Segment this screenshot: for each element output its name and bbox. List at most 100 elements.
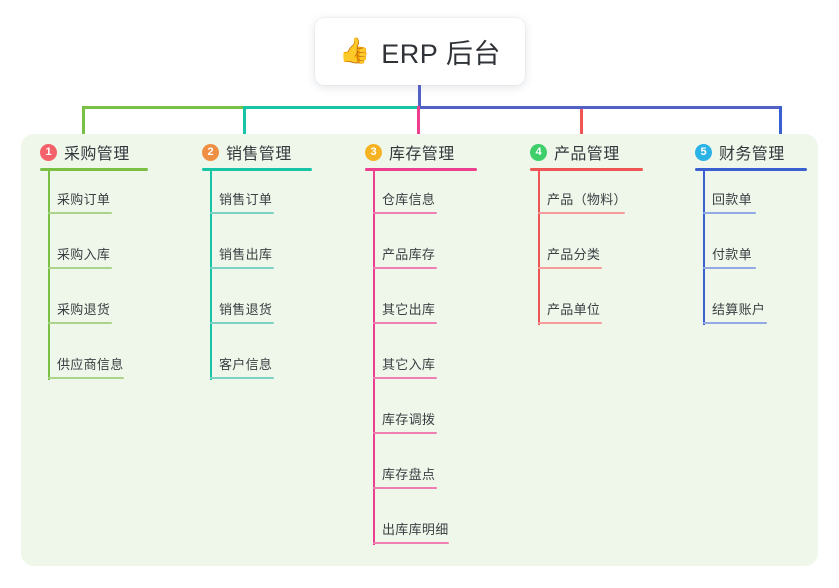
- leaf-rule: [538, 322, 602, 324]
- leaf-label: 仓库信息: [382, 192, 436, 207]
- root-node[interactable]: 👍 ERP 后台: [315, 18, 525, 85]
- leaf-rule: [48, 212, 112, 214]
- leaf-rule: [210, 267, 274, 269]
- leaf-label: 其它出库: [382, 302, 436, 317]
- column-title-5: 财务管理: [719, 146, 785, 163]
- leaf-node[interactable]: 客户信息: [202, 353, 352, 379]
- leaf-label: 供应商信息: [57, 357, 124, 372]
- column-badge-4: 4: [530, 143, 547, 161]
- leaf-node[interactable]: 付款单: [695, 243, 839, 269]
- leaf-rule: [373, 487, 437, 489]
- column-spine-2: [210, 169, 212, 380]
- leaf-rule: [210, 377, 274, 379]
- leaf-node[interactable]: 销售出库: [202, 243, 352, 269]
- column-spine-4: [538, 169, 540, 325]
- connector-bar-teal: [243, 106, 419, 109]
- column-header-4[interactable]: 4 产品管理: [530, 140, 620, 164]
- leaf-rule: [373, 542, 449, 544]
- leaf-rule: [703, 212, 756, 214]
- leaf-node[interactable]: 供应商信息: [40, 353, 190, 379]
- leaf-node[interactable]: 结算账户: [695, 298, 839, 324]
- leaf-node[interactable]: 产品库存: [365, 243, 515, 269]
- leaf-node[interactable]: 产品分类: [530, 243, 680, 269]
- leaf-node[interactable]: 采购退货: [40, 298, 190, 324]
- leaf-rule: [373, 212, 437, 214]
- connector-bar-blue: [417, 106, 781, 109]
- column-title-4: 产品管理: [554, 146, 620, 163]
- leaf-label: 采购入库: [57, 247, 111, 262]
- leaf-label: 库存盘点: [382, 467, 436, 482]
- leaf-rule: [538, 212, 625, 214]
- leaf-label: 回款单: [712, 192, 752, 207]
- root-title: ERP 后台: [381, 39, 501, 69]
- leaf-label: 产品单位: [547, 302, 601, 317]
- leaf-label: 其它入库: [382, 357, 436, 372]
- leaf-label: 销售退货: [219, 302, 273, 317]
- leaf-label: 销售出库: [219, 247, 273, 262]
- leaf-rule: [373, 322, 437, 324]
- leaf-rule: [48, 322, 112, 324]
- column-rule-1: [40, 168, 148, 171]
- leaf-label: 采购订单: [57, 192, 111, 207]
- connector-drop-1: [82, 106, 85, 140]
- leaf-label: 采购退货: [57, 302, 111, 317]
- leaf-rule: [210, 212, 274, 214]
- leaf-node[interactable]: 产品（物料）: [530, 188, 680, 214]
- column-header-5[interactable]: 5 财务管理: [695, 140, 785, 164]
- leaf-label: 产品（物料）: [547, 192, 627, 207]
- column-badge-1: 1: [40, 143, 57, 161]
- column-rule-3: [365, 168, 477, 171]
- leaf-node[interactable]: 仓库信息: [365, 188, 515, 214]
- column-spine-5: [703, 169, 705, 325]
- thumbs-up-icon: 👍: [339, 37, 371, 65]
- leaf-label: 产品库存: [382, 247, 436, 262]
- leaf-node[interactable]: 采购订单: [40, 188, 190, 214]
- leaf-node[interactable]: 回款单: [695, 188, 839, 214]
- column-rule-2: [202, 168, 312, 171]
- column-badge-2: 2: [202, 143, 219, 161]
- column-rule-5: [695, 168, 807, 171]
- leaf-node[interactable]: 库存盘点: [365, 463, 515, 489]
- leaf-label: 客户信息: [219, 357, 273, 372]
- leaf-node[interactable]: 库存调拨: [365, 408, 515, 434]
- leaf-label: 产品分类: [547, 247, 601, 262]
- column-header-3[interactable]: 3 库存管理: [365, 140, 455, 164]
- leaf-rule: [373, 377, 437, 379]
- leaf-node[interactable]: 采购入库: [40, 243, 190, 269]
- leaf-label: 结算账户: [712, 302, 766, 317]
- column-title-3: 库存管理: [389, 146, 455, 163]
- connector-drop-3: [417, 106, 420, 140]
- leaf-label: 付款单: [712, 247, 752, 262]
- leaf-node[interactable]: 其它入库: [365, 353, 515, 379]
- leaf-rule: [373, 267, 437, 269]
- column-rule-4: [530, 168, 643, 171]
- leaf-rule: [538, 267, 602, 269]
- diagram-panel: [21, 134, 818, 566]
- connector-drop-5: [779, 106, 782, 140]
- leaf-label: 出库库明细: [382, 522, 449, 537]
- leaf-rule: [373, 432, 437, 434]
- leaf-node[interactable]: 出库库明细: [365, 518, 515, 544]
- leaf-label: 销售订单: [219, 192, 273, 207]
- leaf-node[interactable]: 销售订单: [202, 188, 352, 214]
- leaf-node[interactable]: 销售退货: [202, 298, 352, 324]
- leaf-rule: [703, 267, 756, 269]
- connector-bar-green: [82, 106, 245, 109]
- connector-drop-2: [243, 106, 246, 140]
- leaf-rule: [48, 377, 124, 379]
- root-connector-vertical: [418, 85, 421, 107]
- connector-drop-4: [580, 109, 583, 140]
- column-spine-3: [373, 169, 375, 545]
- column-badge-3: 3: [365, 143, 382, 161]
- leaf-label: 库存调拨: [382, 412, 436, 427]
- leaf-rule: [48, 267, 112, 269]
- column-header-1[interactable]: 1 采购管理: [40, 140, 130, 164]
- column-spine-1: [48, 169, 50, 380]
- leaf-rule: [703, 322, 767, 324]
- column-title-1: 采购管理: [64, 146, 130, 163]
- leaf-node[interactable]: 产品单位: [530, 298, 680, 324]
- column-badge-5: 5: [695, 143, 712, 161]
- leaf-node[interactable]: 其它出库: [365, 298, 515, 324]
